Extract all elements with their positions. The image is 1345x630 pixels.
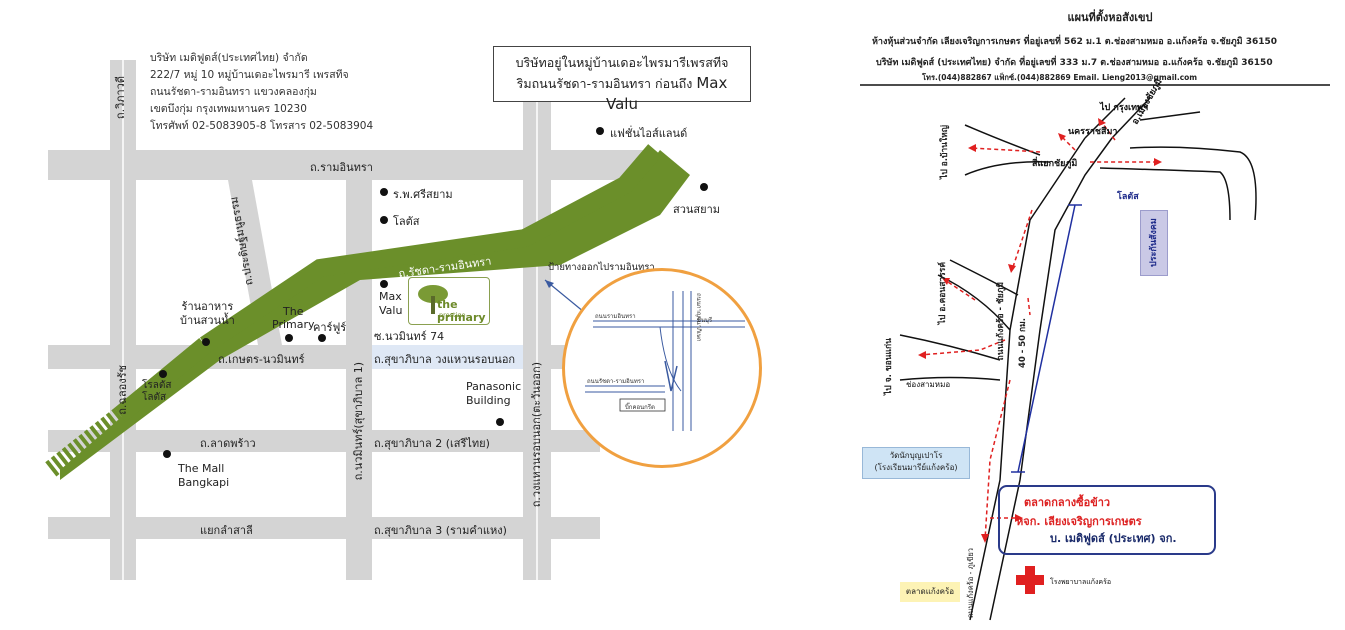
label-outer-ring: ถ.วงแหวนรอบนอก(ตะวันออก) [530, 362, 543, 508]
place-dot [202, 338, 210, 346]
label-to-ban-yai: ไป อ.บ้านใหญ่ [940, 125, 950, 179]
place-dot [496, 418, 504, 426]
road-lat-phrao [48, 430, 600, 452]
label-sriyaek-chaiyaphum: สี่แยกชัยภูมิ [1032, 159, 1078, 169]
note-line: ริมถนนรัชดา-รามอินทรา ก่อนถึง Max Valu [502, 73, 742, 115]
label-to-khon-kaen: ไป จ. ขอนแก่น [884, 338, 894, 395]
label-to-khonsawan: ไป อ.คอนสวรรค์ [938, 262, 948, 325]
label-to-bangkok: ไป กรุงเทพฯ [1100, 103, 1149, 113]
place-hospital: ร.พ.ศรีสยาม [393, 188, 453, 201]
label-soi-nawamin-74: ซ.นวมินทร์ 74 [374, 330, 445, 343]
label-lotus: โลตัส [1117, 192, 1139, 202]
location-note: บริษัทอยู่ในหมู่บ้านเดอะไพรมารีเพรสทีจ ร… [493, 46, 751, 113]
label-market: ตลาดแก้งคร้อ [900, 582, 960, 602]
inset-map: ถนนรามอินทรา ถนนรัชดา-รามอินทรา ถนนกาญจน… [562, 268, 762, 468]
the-primary-logo: the primary prestige [408, 277, 490, 325]
label-ram-inthra: ถ.รามอินทรา [310, 161, 373, 174]
road-green-extension [44, 407, 126, 478]
label-temple: วัดนักบุญเปาโร (โรงเรียนมารีย์แก้งคร้อ) [862, 447, 970, 479]
hospital-cross-icon [1016, 566, 1044, 594]
place-dot [285, 334, 293, 342]
place-fashion-island: แฟชั่นไอส์แลนด์ [610, 127, 688, 140]
note-max-valu: Max Valu [606, 74, 728, 113]
place-dot [318, 334, 326, 342]
label-road-kaengkhro-chaiyaphum: ถนนแก้งคร้อ - ชัยภูมิ [996, 282, 1006, 361]
place-the-primary: The Primary [272, 305, 315, 331]
inset-label: ถนนกาญจนาภิเษก [695, 293, 702, 342]
right-address-line-1: ห้างหุ้นส่วนจำกัด เลียงเจริญการเกษตร ที่… [872, 37, 1278, 47]
right-road-network [860, 84, 1330, 621]
tree-icon [418, 285, 448, 314]
place-carfour: คาร์ฟูร์ [313, 321, 347, 334]
label-chong-sam-mo: ช่องสามหมอ [906, 380, 951, 389]
label-kaset-nawamin: ถ.เกษตร-นวมินทร์ [218, 353, 305, 366]
place-the-mall: The Mall Bangkapi [178, 462, 230, 489]
place-dot [159, 370, 167, 378]
inset-label: ถนนรามอินทรา [595, 313, 636, 320]
inset-roads [585, 291, 745, 431]
destination-line-1: ตลาดกลางซื้อข้าว [1024, 496, 1111, 509]
label-insurance: ประกันสังคม [1140, 210, 1168, 276]
place-dot [163, 450, 171, 458]
place-dot [380, 280, 388, 288]
note-line: บริษัทอยู่ในหมู่บ้านเดอะไพรมารีเพรสทีจ [515, 55, 729, 70]
right-contact: โทร.(044)882867 แฟ็กซ์.(044)882869 Email… [922, 73, 1198, 82]
label-lat-phrao: ถ.ลาดพร้าว [200, 437, 256, 450]
place-shortcut-sign: ป้ายทางออกไปรามอินทรา [548, 262, 655, 273]
place-dot [700, 183, 708, 191]
place-dot [380, 188, 388, 196]
place-dot [596, 127, 604, 135]
inset-label: บิ๊กคอนกรีต [625, 404, 655, 411]
place-siam-park: สวนสยาม [673, 203, 720, 216]
left-road-network [44, 60, 690, 580]
address-line: 222/7 หมู่ 10 หมู่บ้านเดอะไพรมารี เพรสที… [150, 69, 349, 81]
label-yaek-lamsali: แยกลำสาลี [200, 524, 253, 537]
label-vibhavadi: ถ.วิภาวดี [114, 76, 127, 120]
place-lotus: โลตัส [393, 215, 420, 228]
label-sukhaphiban-2: ถ.สุขาภิบาล 2 (เสรีไทย) [374, 437, 490, 450]
label-hospital: โรงพยาบาลแก้งคร้อ [1050, 578, 1112, 586]
logo-text: the primary [437, 298, 486, 324]
label-sukhaphiban-ring: ถ.สุขาภิบาล วงแหวนรอบนอก [374, 353, 516, 366]
label-sukhaphiban-3: ถ.สุขาภิบาล 3 (รามคำแหง) [374, 524, 507, 537]
place-panasonic: Panasonic Building [466, 380, 522, 407]
inset-label: ถนนรัชดา-รามอินทรา [587, 378, 645, 385]
address-line: เขตบึงกุ่ม กรุงเทพมหานคร 10230 [150, 103, 307, 115]
label-nakhon-ratchasima: นครราชสีมา [1068, 127, 1118, 137]
address-line: ถนนรัชดา-รามอินทรา แขวงคลองกุ่ม [150, 86, 317, 98]
destination-box: ตลาดกลางซื้อข้าว หจก. เลียงเจริญการเกษตร… [998, 485, 1216, 555]
inset-label: มีนบุรี [697, 317, 713, 324]
company-address: บริษัท เมดิฟูดส์(ประเทศไทย) จำกัด 222/7 … [150, 50, 373, 135]
place-restaurant: ร้านอาหาร บ้านสวนน้ำ [180, 300, 235, 327]
label-chalong-rat: ถ.ฉลองรัช [116, 365, 129, 415]
label-road-kaengkhro-chumphae: ถนนแก้งคร้อ - ภูเขียว [966, 548, 975, 619]
destination-line-3: บ. เมดิฟูดส์ (ประเทศ) จก. [1050, 532, 1177, 545]
label-distance: 40 - 50 กม. [1018, 318, 1028, 369]
place-max-valu: Max Valu [379, 290, 403, 317]
right-address-line-2: บริษัท เมดิฟูดส์ (ประเทศไทย) จำกัด ที่อย… [876, 58, 1273, 68]
right-map-title: แผนที่ตั้งหอสังเขป [1067, 11, 1153, 24]
place-lotus-2: โรลตัส โลตัส [142, 380, 172, 403]
address-line: บริษัท เมดิฟูดส์(ประเทศไทย) จำกัด [150, 52, 308, 64]
place-dot [380, 216, 388, 224]
logo-sub: prestige [439, 311, 466, 319]
road-sukhaphiban-3 [48, 517, 600, 539]
road-nawamin [346, 165, 372, 580]
address-line: โทรศัพท์ 02-5083905-8 โทรสาร 02-5083904 [150, 120, 374, 132]
note-text: ริมถนนรัชดา-รามอินทรา ก่อนถึง [516, 76, 693, 91]
label-nawamin-v: ถ.นวมินทร์(สุขาภิบาล 1) [352, 362, 365, 481]
destination-line-2: หจก. เลียงเจริญการเกษตร [1016, 515, 1142, 528]
